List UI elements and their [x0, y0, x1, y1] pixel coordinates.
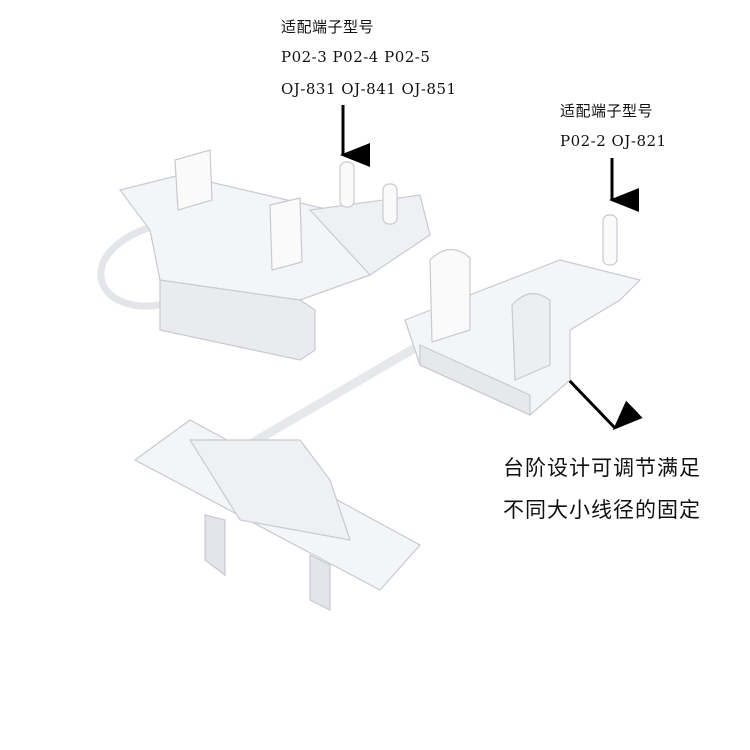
left-callout-models-1: P02-3 P02-4 P02-5: [281, 48, 431, 66]
right-callout-title: 适配端子型号: [560, 102, 654, 120]
clip-left: [118, 149, 431, 361]
left-callout-title: 适配端子型号: [281, 18, 375, 36]
left-callout-models-2: OJ-831 OJ-841 OJ-851: [281, 80, 457, 98]
clip-bottom: [133, 419, 421, 611]
feature-callout-line1: 台阶设计可调节满足: [503, 456, 701, 480]
loop-strap: [97, 216, 182, 310]
clip-right: [404, 214, 642, 416]
right-callout-models: P02-2 OJ-821: [560, 132, 667, 150]
connecting-strap: [237, 341, 423, 454]
feature-callout-line2: 不同大小线径的固定: [503, 498, 701, 522]
